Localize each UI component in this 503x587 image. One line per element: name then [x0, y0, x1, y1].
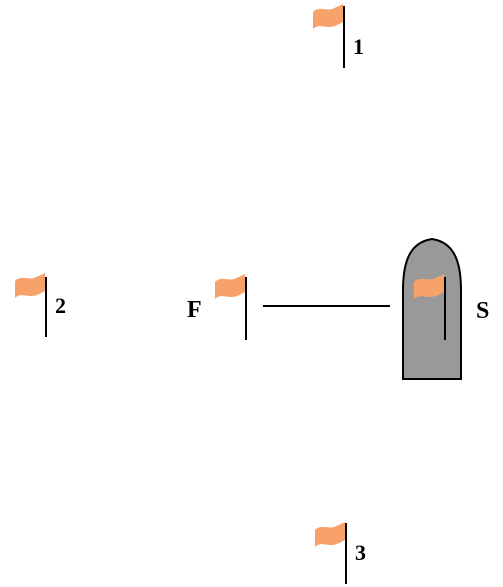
start-flag: F: [187, 274, 247, 340]
flag-icon: [215, 274, 245, 299]
flag-2-label: 2: [55, 293, 66, 318]
start-flag-label: F: [187, 297, 202, 323]
boat-flag-icon: [414, 274, 444, 299]
flag-icon: [315, 522, 345, 547]
boat-icon: [402, 237, 462, 380]
flag-2: 2: [15, 273, 66, 337]
flag-3-label: 3: [355, 540, 366, 565]
flag-1: 1: [313, 4, 364, 68]
boat: [402, 237, 462, 380]
flag-icon: [15, 273, 45, 298]
flag-3: 3: [315, 522, 366, 584]
boat-label: S: [476, 298, 489, 324]
flag-1-label: 1: [353, 34, 364, 59]
flag-icon: [313, 4, 343, 29]
